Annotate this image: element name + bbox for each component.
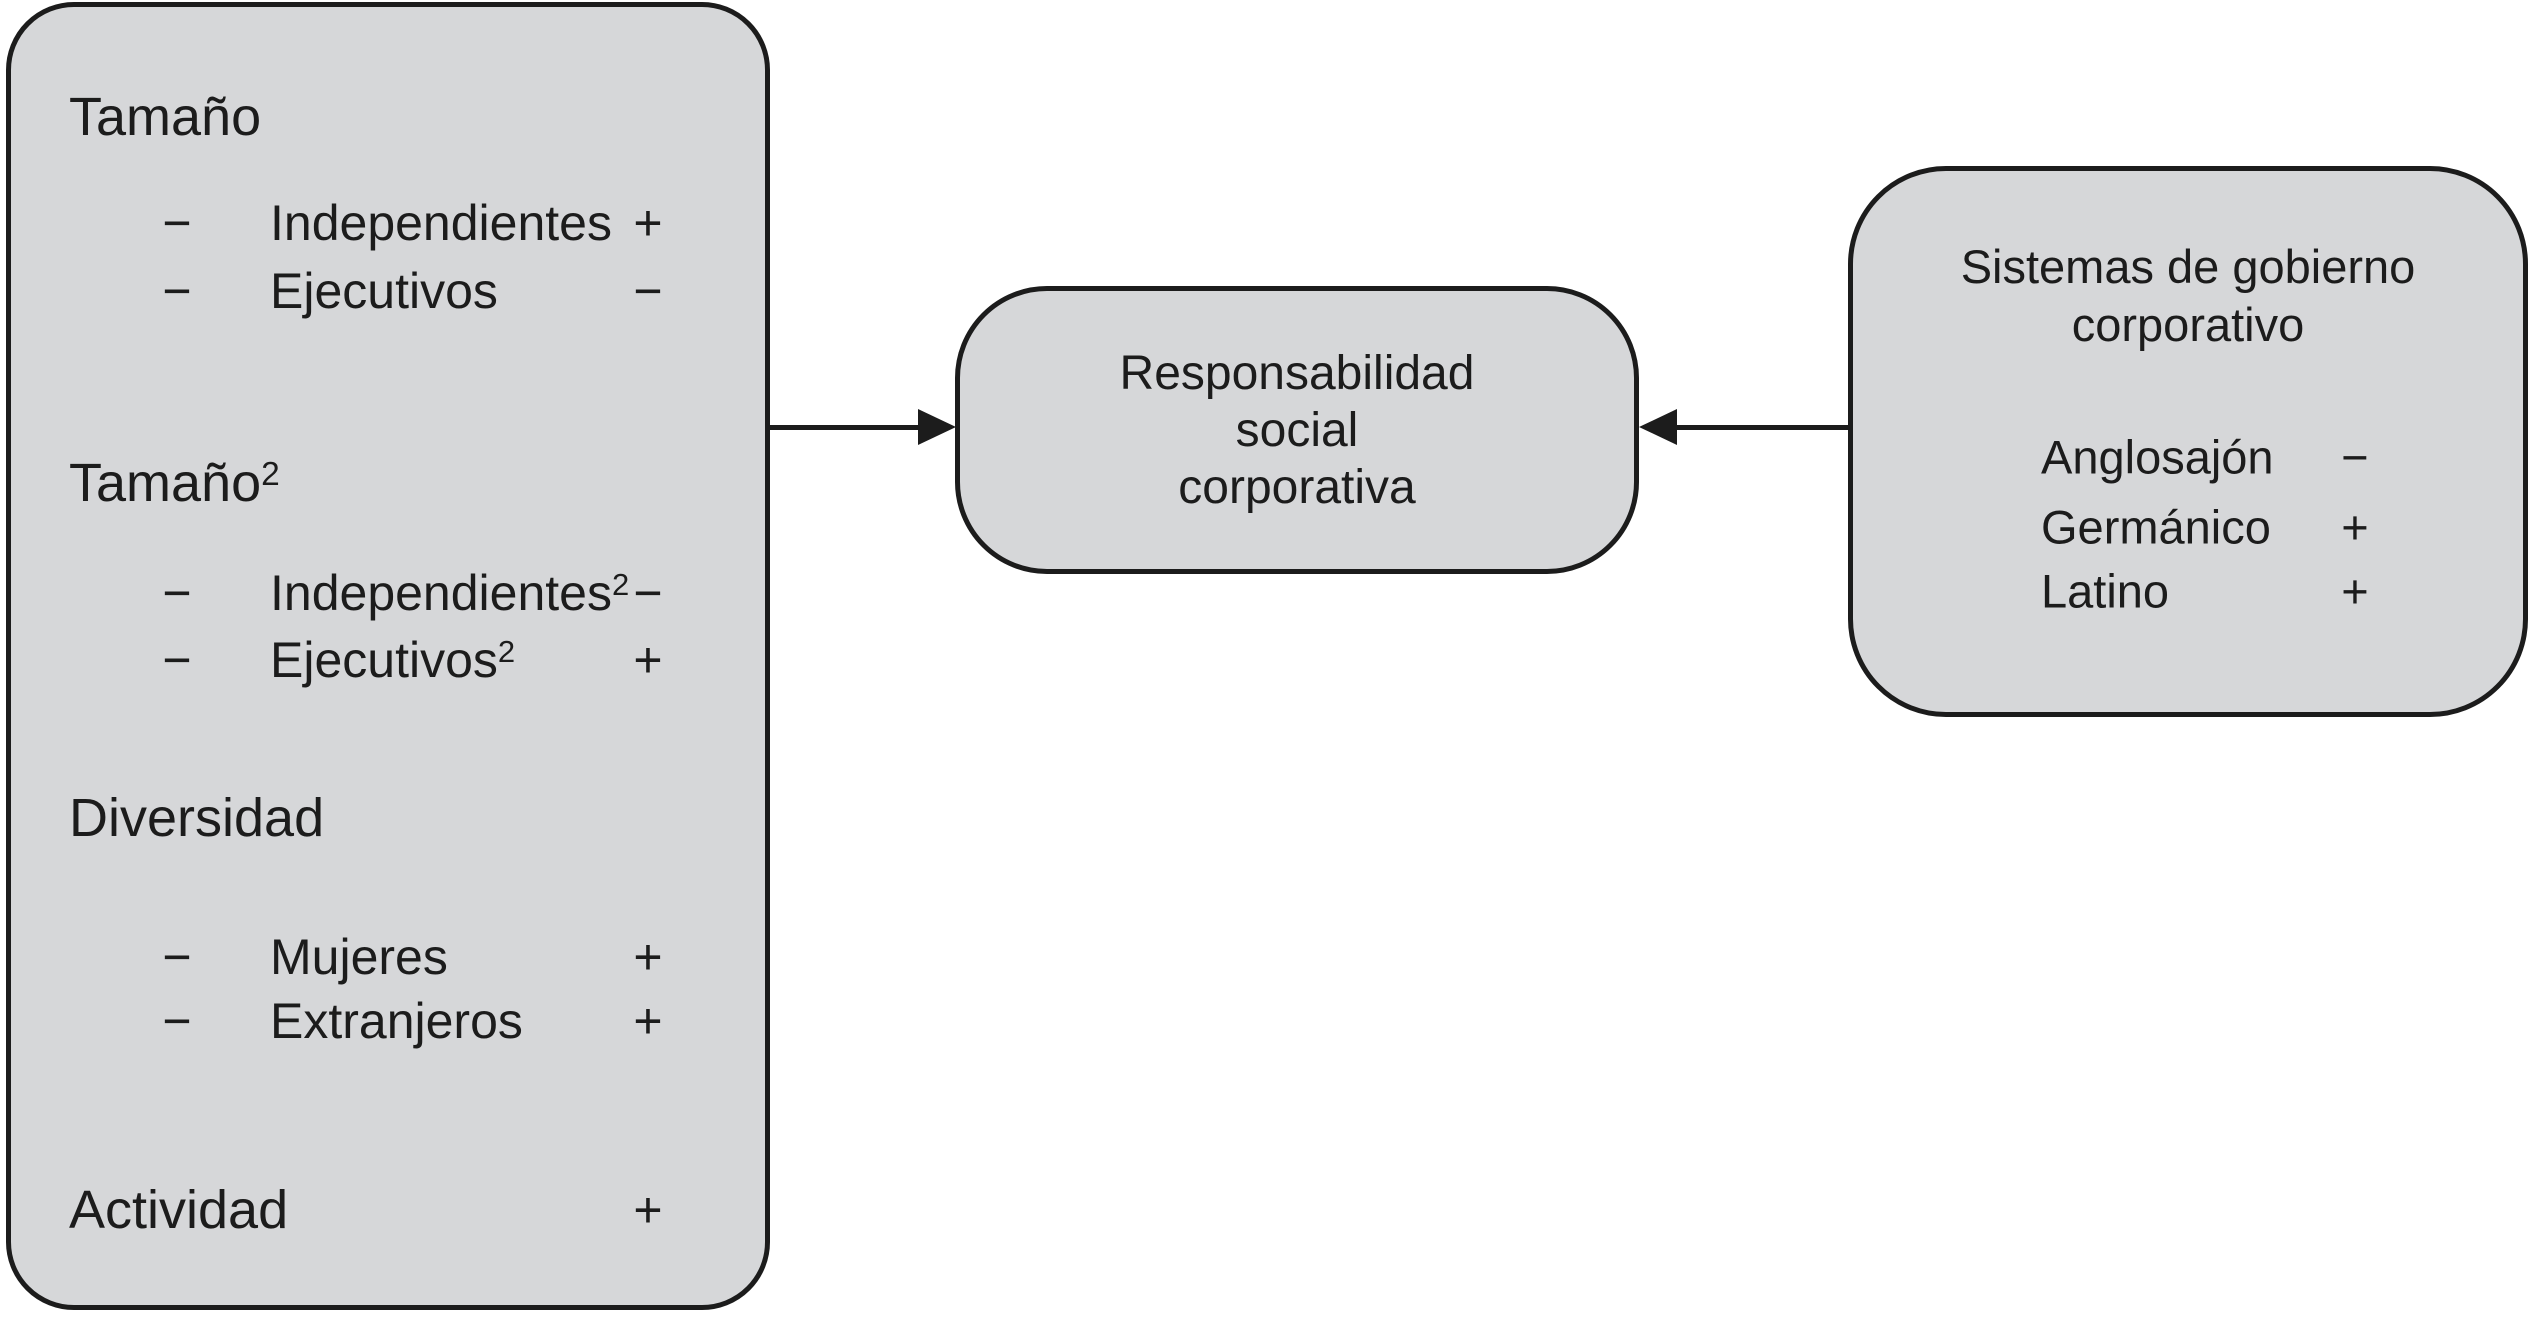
arrowhead-right-icon bbox=[918, 409, 956, 445]
arrow-right-to-center-line bbox=[1675, 425, 1848, 430]
section-heading-diversidad: Diversidad bbox=[11, 788, 765, 848]
section-heading-tamano-sq: Tamaño2 bbox=[11, 453, 765, 513]
right-box-title: Sistemas de gobierno corporativo bbox=[1853, 238, 2523, 354]
item-sign: + bbox=[633, 929, 663, 985]
item-dash: − bbox=[162, 929, 192, 985]
item-sign: − bbox=[633, 263, 663, 319]
item-sign: + bbox=[633, 195, 663, 251]
center-box-title: Responsabilidad social corporativa bbox=[1120, 345, 1475, 516]
row-ejecutivos: − Ejecutivos − bbox=[11, 262, 765, 320]
item-dash: − bbox=[162, 263, 192, 319]
row-germanico: Germánico + bbox=[1853, 498, 2523, 556]
section-heading-label: Actividad bbox=[69, 1180, 289, 1240]
item-sign: − bbox=[633, 565, 663, 621]
arrowhead-left-icon bbox=[1639, 409, 1677, 445]
center-box-title-line: Responsabilidad bbox=[1119, 346, 1475, 400]
row-independientes: − Independientes + bbox=[11, 194, 765, 252]
superscript: 2 bbox=[261, 455, 280, 493]
item-label: Extranjeros bbox=[270, 993, 523, 1049]
arrow-left-to-center-line bbox=[770, 425, 920, 430]
item-dash: − bbox=[162, 195, 192, 251]
item-sign: + bbox=[2341, 500, 2369, 554]
center-box-title-line: social bbox=[1235, 403, 1359, 457]
item-sign: + bbox=[633, 632, 663, 688]
item-sign: + bbox=[2341, 564, 2369, 618]
section-heading-label: Tamaño2 bbox=[69, 453, 280, 513]
superscript: 2 bbox=[611, 567, 630, 603]
item-dash: − bbox=[162, 993, 192, 1049]
row-extranjeros: − Extranjeros + bbox=[11, 992, 765, 1050]
item-label: Ejecutivos bbox=[270, 263, 498, 319]
superscript: 2 bbox=[497, 634, 516, 670]
right-box-title-line: corporativo bbox=[2071, 298, 2305, 351]
row-anglosajon: Anglosajón − bbox=[1853, 428, 2523, 486]
item-sign: − bbox=[2341, 430, 2369, 484]
item-label: Independientes2 bbox=[270, 565, 630, 621]
section-heading-label: Tamaño bbox=[69, 87, 262, 147]
center-box-title-line: corporativa bbox=[1178, 460, 1416, 514]
item-sign: + bbox=[633, 1182, 663, 1238]
item-dash: − bbox=[162, 632, 192, 688]
right-box-title-line: Sistemas de gobierno bbox=[1960, 240, 2416, 293]
item-label: Ejecutivos2 bbox=[270, 632, 516, 688]
left-box-determinants: Tamaño − Independientes + − Ejecutivos −… bbox=[6, 2, 770, 1310]
item-label: Anglosajón bbox=[2041, 430, 2274, 484]
row-latino: Latino + bbox=[1853, 562, 2523, 620]
item-label: Independientes bbox=[270, 195, 612, 251]
row-independientes-sq: − Independientes2 − bbox=[11, 564, 765, 622]
row-mujeres: − Mujeres + bbox=[11, 928, 765, 986]
item-label: Germánico bbox=[2041, 500, 2271, 554]
item-label: Mujeres bbox=[270, 929, 448, 985]
item-dash: − bbox=[162, 565, 192, 621]
item-sign: + bbox=[633, 993, 663, 1049]
section-heading-label: Diversidad bbox=[69, 788, 325, 848]
item-label: Latino bbox=[2041, 564, 2170, 618]
right-box-gobierno: Sistemas de gobierno corporativo Anglosa… bbox=[1848, 166, 2528, 717]
center-box-rsc: Responsabilidad social corporativa bbox=[955, 286, 1639, 574]
section-heading-tamano: Tamaño bbox=[11, 87, 765, 147]
row-ejecutivos-sq: − Ejecutivos2 + bbox=[11, 631, 765, 689]
section-heading-actividad: Actividad + bbox=[11, 1180, 765, 1240]
